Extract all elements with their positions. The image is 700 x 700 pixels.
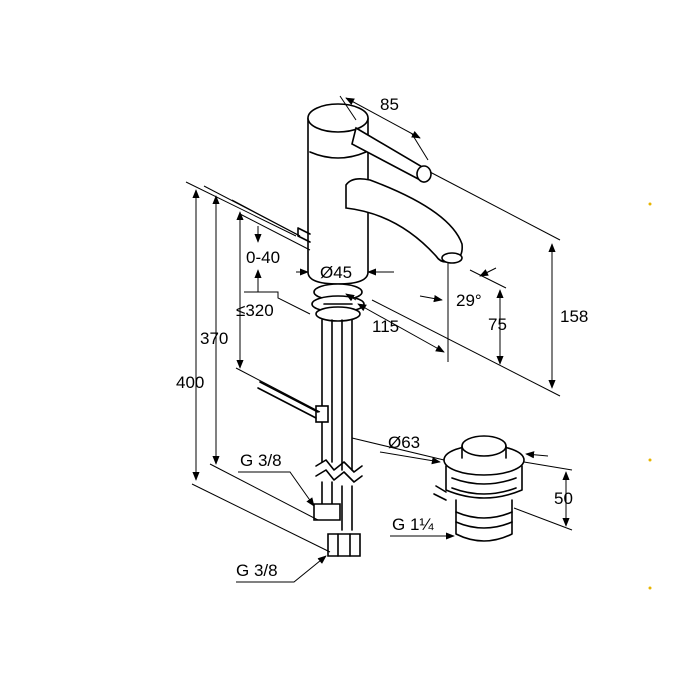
dim-370: 370 xyxy=(200,329,228,348)
dim-75: 75 xyxy=(488,315,507,334)
thread-g114: G 1¼ xyxy=(392,515,434,534)
dimension-lines xyxy=(185,95,573,583)
dim-400: 400 xyxy=(176,373,204,392)
faucet-body xyxy=(297,103,463,322)
dim-158: 158 xyxy=(560,307,588,326)
dim-29deg: 29° xyxy=(456,291,482,310)
dim-d63: Ø63 xyxy=(388,433,420,452)
dimension-labels: 85 0-40 Ø45 29° ≤320 158 75 115 370 400 … xyxy=(176,95,588,580)
lever-handle xyxy=(351,126,432,183)
thread-g38-upper: G 3/8 xyxy=(240,451,282,470)
dim-0-40: 0-40 xyxy=(246,248,280,267)
dim-115: 115 xyxy=(372,317,399,336)
dim-50: 50 xyxy=(554,489,573,508)
edge-marks xyxy=(648,202,652,590)
spout xyxy=(345,178,463,264)
dim-85: 85 xyxy=(380,95,399,114)
waste-fitting xyxy=(433,435,525,542)
dim-d45: Ø45 xyxy=(320,263,352,282)
thread-g38-lower: G 3/8 xyxy=(236,561,278,580)
supply-hoses xyxy=(257,319,363,557)
dim-320: ≤320 xyxy=(236,301,274,320)
